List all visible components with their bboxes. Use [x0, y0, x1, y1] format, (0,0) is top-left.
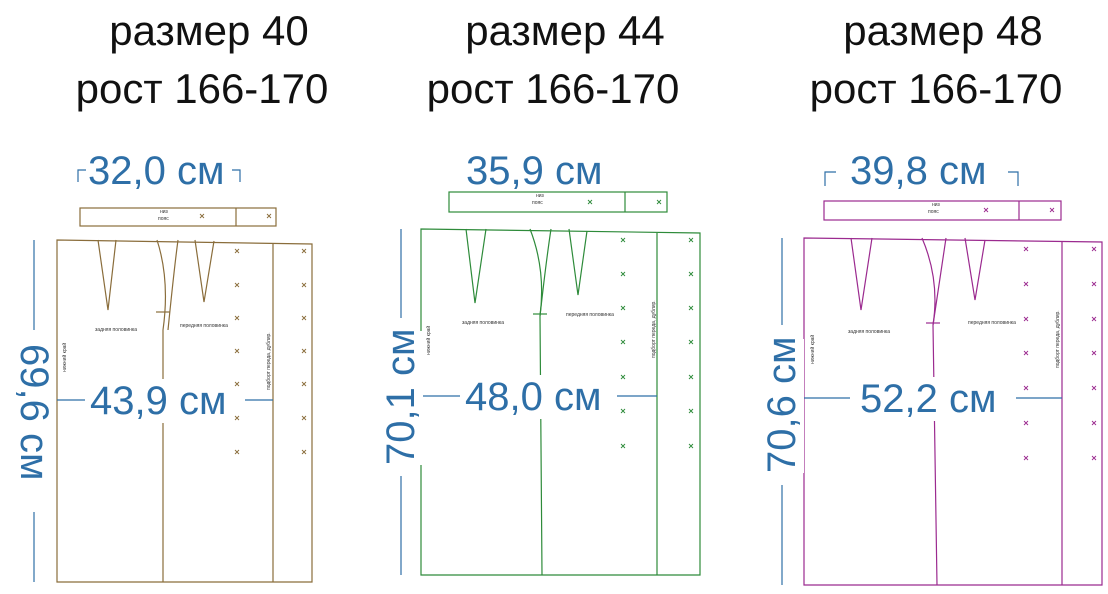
pattern-3-belt-label-2: пояс — [928, 209, 939, 215]
pattern-1-size: размер 40 — [109, 7, 309, 54]
pattern-2-back-label: задняя половинка — [462, 320, 504, 326]
pattern-2-dimension-lines — [400, 229, 657, 575]
pattern-3-dimension-lines — [781, 171, 1062, 585]
back-dart — [465, 228, 487, 304]
pattern-3-heading: размер 48 рост 166-170 — [776, 2, 1096, 118]
pattern-1-belt-label-2: пояс — [158, 216, 169, 222]
pattern-2-front-label: передняя половинка — [566, 312, 614, 318]
pattern-2 — [420, 191, 701, 576]
pattern-2-heading: размер 44 рост 166-170 — [393, 2, 713, 118]
pattern-3-front-label: передняя половинка — [968, 320, 1016, 326]
pattern-1-hip-width: 43,9 см — [86, 379, 231, 423]
pattern-2-size: размер 44 — [465, 7, 665, 54]
pattern-2-facing-label: подборт переда, дублир. — [651, 300, 657, 358]
pattern-3-side-label: нижний край — [809, 335, 816, 364]
pattern-1-back-label: задняя половинка — [95, 327, 137, 333]
pattern-1-heading: размер 40 рост 166-170 — [42, 2, 362, 118]
front-dart — [568, 228, 588, 296]
center-seam — [156, 239, 166, 582]
pattern-3-back-label: задняя половинка — [848, 329, 890, 335]
pattern-1-height: рост 166-170 — [75, 65, 329, 112]
pattern-3 — [803, 200, 1103, 586]
back-dart — [850, 237, 873, 311]
pattern-3-length: 70,6 см — [760, 336, 804, 473]
skirt-outline — [803, 237, 1103, 586]
pattern-2-height: рост 166-170 — [426, 65, 680, 112]
belt-piece — [79, 207, 277, 227]
pattern-3-hip-width: 52,2 см — [856, 377, 1001, 421]
pattern-3-height: рост 166-170 — [809, 65, 1063, 112]
pattern-2-side-label: нижний край — [425, 326, 432, 355]
pattern-1-side-label: нижний край — [61, 343, 68, 372]
pattern-3-marks — [983, 207, 1097, 461]
pattern-1-belt-label-1: низ — [160, 209, 169, 215]
front-dart — [964, 237, 986, 301]
pattern-3-belt-label-1: низ — [932, 202, 941, 208]
pattern-2-belt-label-1: низ — [536, 193, 545, 199]
pattern-1 — [56, 207, 313, 583]
pattern-3-waist-width: 39,8 см — [850, 149, 987, 193]
pattern-1-facing-label: подборт переда, дублир. — [266, 332, 272, 390]
skirt-outline — [56, 239, 313, 583]
pattern-3-facing-label: подборт переда, дублир. — [1055, 310, 1061, 368]
belt-piece — [823, 200, 1062, 221]
front-dart — [194, 239, 215, 303]
pattern-1-front-label: передняя половинка — [180, 323, 228, 329]
pattern-1-waist-width: 32,0 см — [88, 149, 225, 193]
pattern-2-hip-width: 48,0 см — [461, 375, 606, 419]
pattern-1-marks — [199, 213, 307, 455]
pattern-2-waist-width: 35,9 см — [466, 149, 603, 193]
pattern-2-length: 70,1 см — [379, 328, 423, 465]
pattern-3-size: размер 48 — [843, 7, 1043, 54]
back-dart — [97, 239, 117, 311]
belt-piece — [448, 191, 668, 213]
pattern-2-belt-label-2: пояс — [532, 200, 543, 206]
pattern-2-marks — [587, 199, 694, 449]
pattern-1-length: 69,6 см — [12, 344, 56, 481]
pattern-1-dimension-lines — [33, 169, 273, 582]
